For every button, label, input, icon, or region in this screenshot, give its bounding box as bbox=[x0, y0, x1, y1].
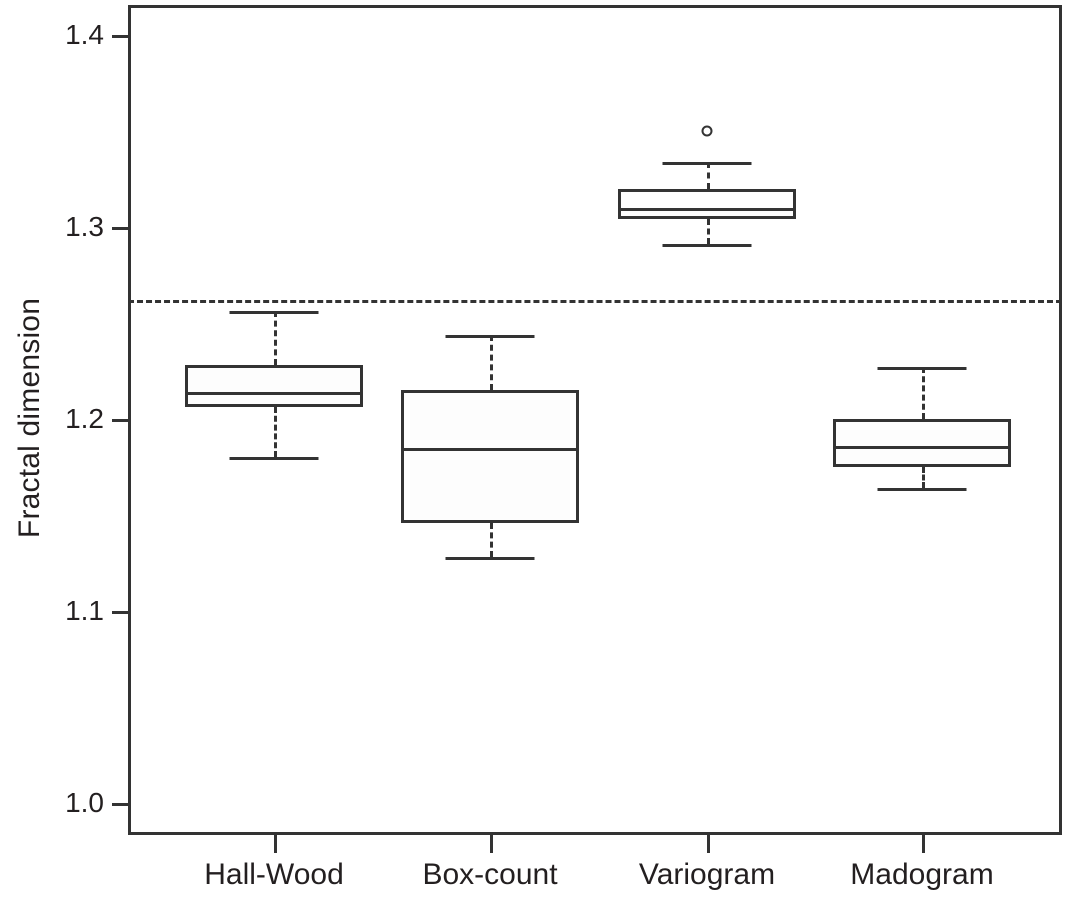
whisker-upper bbox=[922, 367, 925, 419]
whisker-cap-upper bbox=[877, 367, 967, 371]
whisker-lower bbox=[274, 407, 277, 458]
y-axis-tick-label: 1.4 bbox=[65, 19, 104, 50]
y-axis-tick bbox=[112, 803, 129, 806]
x-axis-tick bbox=[922, 835, 925, 853]
whisker-upper bbox=[707, 161, 710, 189]
y-axis-tick bbox=[112, 227, 129, 230]
y-axis-tick bbox=[112, 35, 129, 38]
box-iqr bbox=[618, 188, 796, 220]
median-line bbox=[833, 445, 1011, 449]
whisker-cap-lower bbox=[662, 244, 752, 248]
y-axis-tick bbox=[112, 611, 129, 614]
median-line bbox=[618, 207, 796, 211]
plot-area bbox=[128, 5, 1062, 835]
box-iqr bbox=[833, 419, 1011, 467]
y-axis-tick bbox=[112, 419, 129, 422]
reference-line bbox=[128, 299, 1062, 303]
whisker-cap-upper bbox=[229, 311, 319, 315]
whisker-lower bbox=[922, 467, 925, 489]
whisker-upper bbox=[490, 334, 493, 391]
x-axis-tick-label-variogram: Variogram bbox=[638, 858, 776, 891]
y-axis-tick-label: 1.3 bbox=[65, 211, 104, 242]
y-axis-tick-label: 1.1 bbox=[65, 595, 104, 626]
whisker-cap-lower bbox=[229, 457, 319, 461]
x-axis-tick-label-box-count: Box-count bbox=[422, 858, 558, 891]
whisker-cap-upper bbox=[662, 161, 752, 165]
x-axis-tick-label-hall-wood: Hall-Wood bbox=[204, 858, 344, 891]
outlier-point bbox=[701, 125, 713, 137]
x-axis-tick bbox=[707, 835, 710, 853]
median-line bbox=[185, 392, 363, 396]
whisker-cap-upper bbox=[445, 334, 535, 338]
median-line bbox=[401, 447, 579, 451]
whisker-upper bbox=[274, 311, 277, 366]
whisker-cap-lower bbox=[445, 557, 535, 561]
y-axis-tick-label: 1.2 bbox=[65, 403, 104, 434]
box-iqr bbox=[185, 365, 363, 408]
x-axis-tick bbox=[274, 835, 277, 853]
x-axis-tick-label-madogram: Madogram bbox=[850, 858, 994, 891]
whisker-lower bbox=[707, 219, 710, 245]
whisker-lower bbox=[490, 522, 493, 558]
box-iqr bbox=[401, 390, 579, 523]
whisker-cap-lower bbox=[877, 488, 967, 492]
x-axis-tick bbox=[490, 835, 493, 853]
y-axis-tick-label: 1.0 bbox=[65, 787, 104, 818]
